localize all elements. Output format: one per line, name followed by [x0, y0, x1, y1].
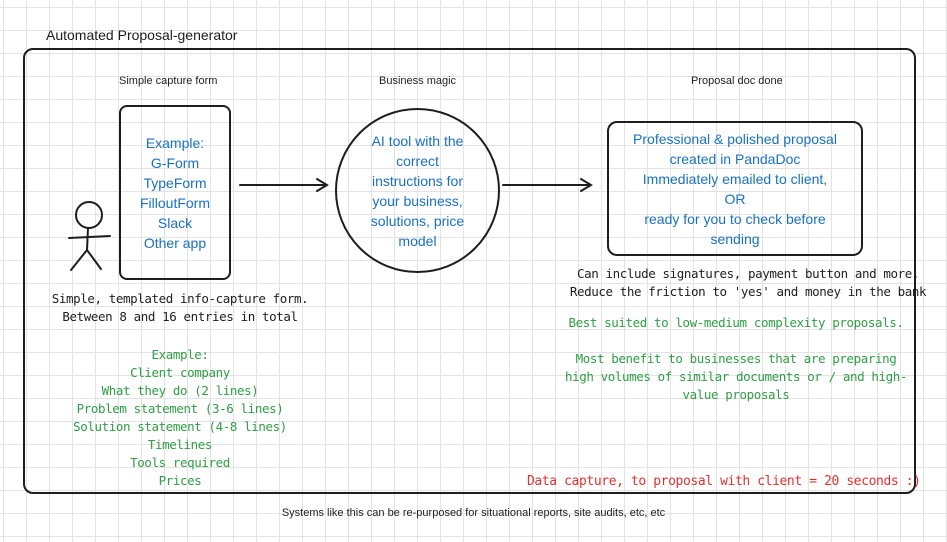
proposal-note-line: Can include signatures, payment button a…	[576, 266, 920, 281]
benefit-line: value proposals	[682, 387, 790, 402]
column-label-proposal: Proposal doc done	[691, 75, 783, 87]
proposal-box-line: ready for you to check before	[644, 210, 826, 227]
proposal-note: Can include signatures, payment button a…	[558, 265, 938, 301]
circle-line: your business,	[372, 192, 463, 209]
form-example-list: Example: Client company What they do (2 …	[30, 346, 330, 490]
form-example-line: Problem statement (3-6 lines)	[76, 401, 284, 416]
proposal-box-line: OR	[724, 190, 746, 207]
proposal-box-line: Professional & polished proposal	[633, 130, 837, 147]
column-label-capture: Simple capture form	[119, 75, 218, 87]
form-box-line: Example:	[145, 134, 205, 151]
arrow-form-to-magic	[239, 178, 329, 192]
benefit-note: Most benefit to businesses that are prep…	[546, 350, 926, 404]
form-example-line: Prices	[158, 473, 202, 488]
circle-line: model	[398, 232, 437, 249]
speed-note: Data capture, to proposal with client = …	[527, 474, 921, 489]
proposal-box-line: Immediately emailed to client,	[642, 170, 828, 187]
circle-line: instructions for	[371, 172, 464, 189]
form-example-line: Client company	[130, 365, 230, 380]
form-box-line: FilloutForm	[139, 194, 210, 211]
business-magic-circle: AI tool with the correct instructions fo…	[335, 108, 500, 273]
form-box-line: Other app	[143, 234, 207, 251]
capture-form-box: Example: G-Form TypeForm FilloutForm Sla…	[119, 105, 231, 280]
circle-line: correct	[396, 152, 439, 169]
form-example-line: Example:	[151, 347, 209, 362]
suited-note: Best suited to low-medium complexity pro…	[568, 315, 904, 330]
form-example-line: Tools required	[130, 455, 230, 470]
benefit-line: Most benefit to businesses that are prep…	[575, 351, 897, 366]
outer-frame	[23, 48, 916, 494]
form-note-line: Simple, templated info-capture form.	[51, 291, 309, 306]
benefit-line: high volumes of similar documents or / a…	[564, 369, 908, 384]
form-box-line: G-Form	[150, 154, 200, 171]
form-box-line: Slack	[157, 214, 193, 231]
circle-line: AI tool with the	[371, 132, 464, 149]
diagram-title: Automated Proposal-generator	[46, 27, 238, 43]
proposal-doc-box: Professional & polished proposal created…	[607, 121, 863, 256]
column-label-magic: Business magic	[379, 75, 457, 87]
proposal-box-line: sending	[710, 230, 760, 247]
form-example-line: What they do (2 lines)	[101, 383, 259, 398]
form-example-line: Solution statement (4-8 lines)	[73, 419, 287, 434]
circle-line: solutions, price	[370, 212, 465, 229]
form-box-line: TypeForm	[143, 174, 207, 191]
proposal-note-line: Reduce the friction to 'yes' and money i…	[569, 284, 927, 299]
arrow-magic-to-proposal	[502, 178, 593, 192]
form-note-line: Between 8 and 16 entries in total	[62, 309, 298, 324]
form-example-line: Timelines	[147, 437, 213, 452]
proposal-box-line: created in PandaDoc	[669, 150, 801, 167]
form-note: Simple, templated info-capture form. Bet…	[30, 290, 330, 326]
footer-note: Systems like this can be re-purposed for…	[281, 507, 666, 519]
stick-figure-icon	[68, 201, 111, 271]
